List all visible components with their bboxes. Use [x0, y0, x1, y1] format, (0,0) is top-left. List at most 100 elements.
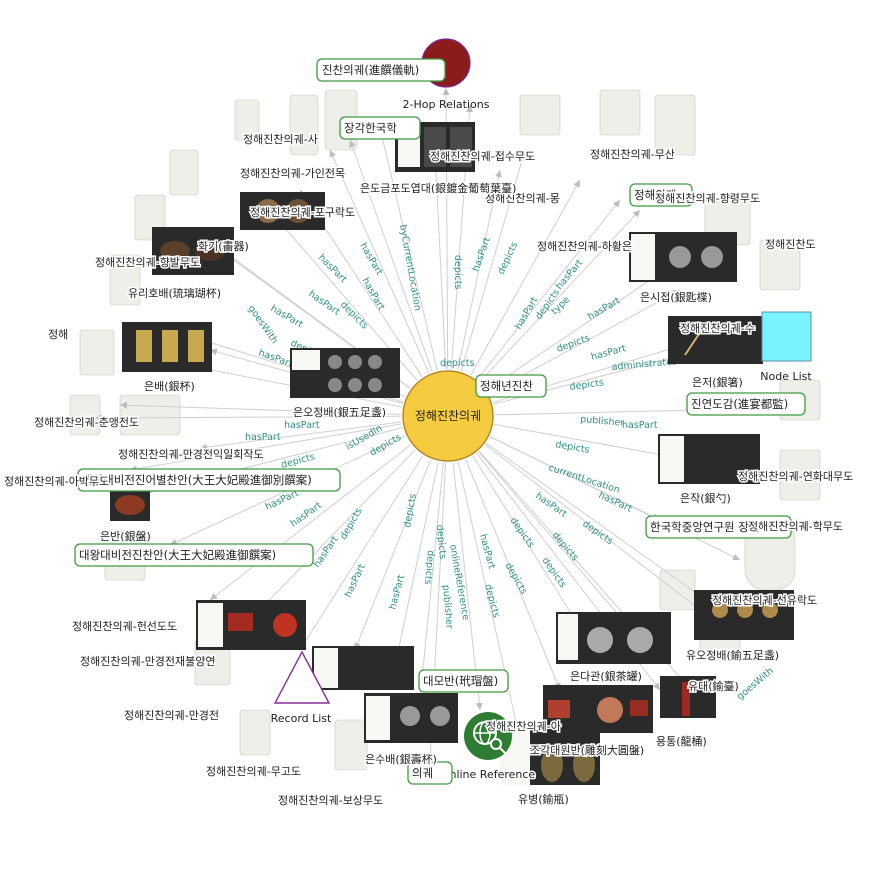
text-node[interactable]: 정해진찬의궤-보상무도 — [277, 792, 385, 809]
boxed-node[interactable]: 정해년진찬 — [475, 374, 547, 398]
text-node[interactable]: 정해진찬의궤-몽 — [484, 190, 562, 207]
edge-label: hasPart — [284, 420, 320, 431]
edge-line — [476, 199, 621, 380]
boxed-node[interactable]: 장각한국학 — [339, 116, 421, 140]
text-node[interactable]: 유병(鍮甁) — [517, 791, 571, 808]
node-list-node[interactable]: Node List — [760, 311, 812, 383]
text-node[interactable]: 정해진찬의궤-선유락도 — [711, 592, 819, 609]
text-nodes[interactable]: 정해진찬의궤-접수무도 정해진찬의궤-무산 정해진찬의궤-몽 정해진찬의궤-향령… — [3, 131, 855, 809]
thumbnail-five-cups — [290, 348, 400, 398]
edge-line — [485, 442, 721, 611]
edge-line — [470, 179, 581, 376]
edge-line — [457, 461, 522, 741]
text-node[interactable]: 은다관(銀茶罐) — [569, 668, 644, 685]
text-node[interactable]: 정해진찬의궤-만경전익일회작도 — [117, 446, 266, 463]
boxed-node[interactable]: 대왕대비전진어별찬안(大王大妃殿進御別饌案) — [77, 468, 341, 492]
thumbnail-ladles — [312, 646, 414, 690]
edge-label: depicts — [482, 583, 502, 619]
thumbnail-red-tray — [196, 600, 306, 650]
boxed-node[interactable]: 진찬의궤(進饌儀軌) — [316, 58, 446, 82]
edge-line — [119, 401, 402, 415]
boxed-node[interactable]: 정해의궤 — [629, 183, 693, 207]
text-node[interactable]: 은저(銀箸) — [691, 374, 745, 391]
boxed-node[interactable]: 대왕대비전진찬안(大王大妃殿進御饌案) — [74, 543, 314, 567]
text-node[interactable]: 정해진찬의궤-무고도 — [205, 763, 303, 780]
online-reference-node[interactable]: Online Reference — [439, 712, 537, 783]
edge-label: currentLocation — [547, 462, 621, 495]
text-node[interactable]: 정해진찬의궤-수 — [679, 320, 757, 337]
text-node[interactable]: 정해진찬의궤-하황은 — [536, 238, 634, 255]
text-node[interactable]: 유오정배(鍮五足盞) — [685, 647, 781, 664]
thumbnail-brass-cups — [694, 590, 794, 640]
edge-label: byCurrentLocation — [397, 224, 423, 312]
text-node[interactable]: 정해진찬의궤-학무도 — [747, 518, 845, 535]
center-circle[interactable] — [402, 370, 494, 462]
text-node[interactable]: 정해진찬의궤-향발무도 — [94, 254, 202, 271]
edge-label: hasPart — [470, 236, 493, 273]
text-node[interactable]: 은작(銀勺) — [679, 490, 733, 507]
thumbnail-carved-tray — [543, 685, 653, 733]
boxed-node-label: 장각한국학 — [344, 121, 397, 135]
text-node[interactable]: 정해진찬의궤-헌선도도 — [71, 618, 179, 635]
text-node[interactable]: 정해진찬의궤-만경전 — [123, 707, 221, 724]
edge-line — [329, 149, 430, 374]
edge-label: hasPart — [306, 288, 342, 318]
text-node[interactable]: 조각대원반(雕刻大圓盤) — [529, 742, 646, 759]
boxed-node[interactable]: 진연도감(進宴都監) — [686, 392, 806, 416]
text-node[interactable]: 정해진찬의궤-무산 — [589, 146, 677, 163]
record-list-node[interactable]: Record List — [271, 650, 332, 725]
text-node[interactable]: 은반(銀盤) — [99, 528, 153, 545]
boxed-nodes[interactable]: 진찬의궤(進饌儀軌) 장각한국학 정해년진찬 진연도감(進宴都監) 한국학중앙연… — [74, 58, 806, 785]
text-node[interactable]: 용통(龍桶) — [655, 733, 709, 750]
text-node[interactable]: 정해진찬의궤-춘앵전도 — [33, 414, 141, 431]
text-node[interactable]: 유대(鍮臺) — [687, 678, 741, 695]
boxed-node[interactable]: 대모반(玳瑁盤) — [418, 669, 509, 693]
text-node[interactable]: 정해진찬의궤-사 — [242, 131, 320, 148]
text-node[interactable]: 정해 — [47, 326, 70, 343]
edge-label: depicts — [496, 240, 521, 276]
edge-line — [249, 449, 416, 621]
edge-line — [457, 169, 502, 371]
edge-label: depicts — [422, 550, 436, 585]
text-node[interactable]: 정해진찬도 — [764, 236, 818, 253]
text-node[interactable]: 정해진찬의궤-향령무도 — [654, 190, 762, 207]
boxed-node[interactable]: 의궤 — [407, 761, 453, 785]
text-node[interactable]: 유리호배(琉璃瑚杯) — [127, 285, 223, 302]
text-node[interactable]: 은배(銀杯) — [143, 378, 197, 395]
record-list-triangle[interactable] — [273, 650, 331, 704]
text-node[interactable]: 은수배(銀壽杯) — [364, 751, 439, 768]
edge-line — [199, 421, 402, 451]
boxed-node-label: 대모반(玳瑁盤) — [423, 674, 498, 688]
thumbnail-ladle-right — [658, 434, 760, 484]
text-node[interactable]: 정해진찬의궤-접수무도 — [429, 148, 537, 165]
text-node[interactable]: 정해진찬의궤-아박무도 — [3, 473, 111, 490]
thumbnail-spoon-plate — [629, 232, 737, 282]
two-hop-label: 2-Hop Relations — [403, 98, 490, 111]
text-node[interactable]: 정해진찬의궤-포구락도 — [249, 204, 357, 221]
edge-label: depicts — [540, 555, 569, 590]
text-node[interactable]: 화기(畵器) — [197, 238, 251, 255]
edge-label: depicts — [402, 493, 419, 529]
thumbnail-teapot — [556, 612, 671, 664]
thumbnail-bowls — [240, 192, 325, 230]
text-node[interactable]: 은시접(銀匙楪) — [639, 289, 714, 306]
text-node[interactable]: 정해진찬의궤-아 — [485, 718, 563, 735]
node-list-label: Node List — [760, 370, 812, 383]
text-node[interactable]: 정해진찬의궤-연화대무도 — [737, 468, 855, 485]
edge-line — [452, 462, 483, 711]
thumbnail-lacquer-bowls — [152, 227, 234, 275]
edge-label: publisher — [580, 414, 625, 429]
thumbnail-chopsticks — [668, 316, 763, 364]
boxed-node-label: 대왕대비전진어별찬안(大王大妃殿進御別饌案) — [82, 473, 312, 487]
text-node[interactable]: 정해진찬의궤-만경전재불양연 — [79, 653, 218, 670]
boxed-node-label: 대왕대비전진찬안(大王大妃殿進御饌案) — [79, 548, 276, 562]
text-node[interactable]: 정해진찬의궤-가인전목 — [239, 165, 347, 182]
thumbnail-tray — [110, 488, 150, 521]
boxed-node[interactable]: 한국학중앙연구원 장서각 — [645, 515, 792, 539]
center-node[interactable]: 정해진찬의궤 — [402, 370, 494, 462]
text-node[interactable]: 은오정배(銀五足盞) — [292, 404, 388, 421]
text-node[interactable]: 은도금포도엽대(銀鍍金葡萄葉臺) — [359, 180, 518, 197]
node-list-square[interactable] — [761, 311, 812, 362]
edge-line — [489, 436, 661, 521]
